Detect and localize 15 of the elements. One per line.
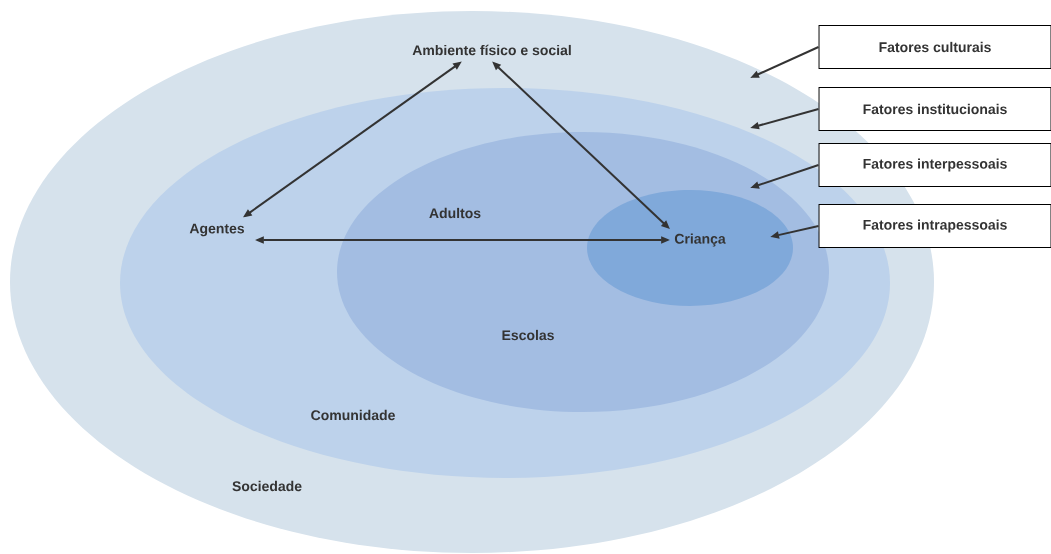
factor-box: Fatores interpessoais (818, 143, 1051, 187)
region-label: Comunidade (311, 409, 395, 421)
ellipse-region (587, 190, 793, 306)
node-label: Ambiente físico e social (412, 44, 571, 56)
factor-box: Fatores culturais (818, 25, 1051, 69)
node-label: Criança (674, 233, 726, 247)
factor-box: Fatores intrapessoais (818, 204, 1051, 248)
region-label: Escolas (502, 329, 554, 341)
node-label: Fatores institucionais (863, 103, 1007, 115)
region-label: Sociedade (232, 480, 302, 492)
node-label: Agentes (189, 223, 245, 237)
region-label: Adultos (429, 207, 481, 219)
node-label: Fatores interpessoais (863, 158, 1007, 172)
factor-box: Fatores institucionais (818, 87, 1051, 131)
node-label: Fatores intrapessoais (863, 219, 1007, 233)
